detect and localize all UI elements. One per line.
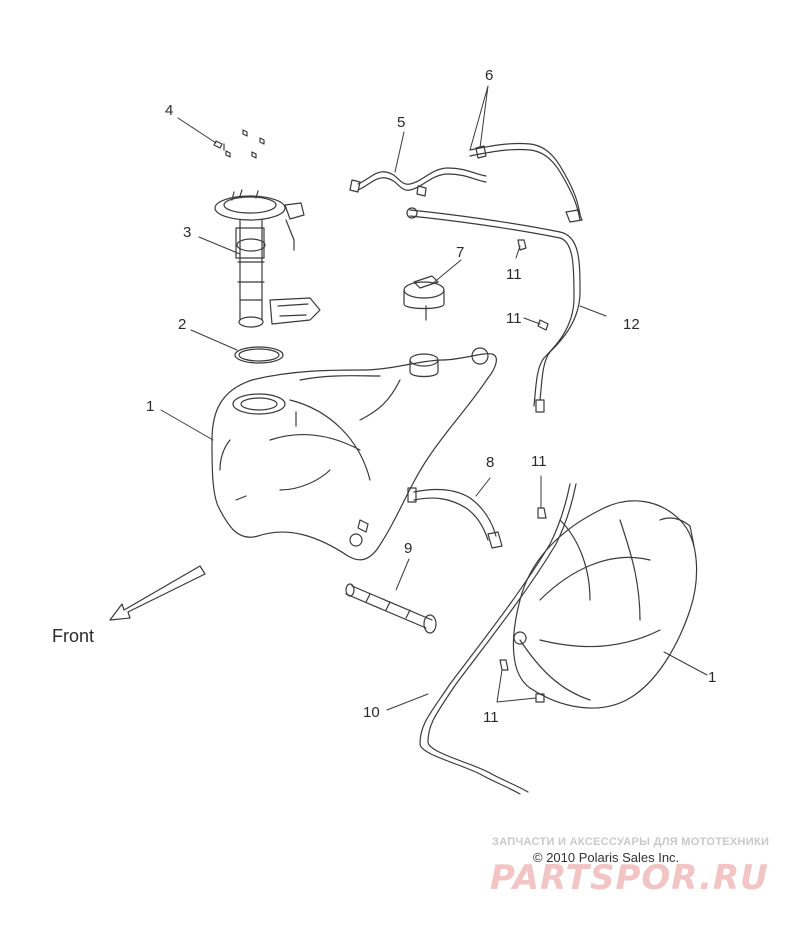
- callout-4: 4: [165, 102, 174, 119]
- callout-11-a: 11: [506, 266, 522, 283]
- part-12-vent-line: [406, 207, 581, 413]
- callout-7: 7: [456, 244, 465, 261]
- front-arrow: [109, 565, 206, 621]
- copyright-notice: © 2010 Polaris Sales Inc.: [533, 850, 680, 865]
- callout-5: 5: [397, 114, 406, 131]
- part-7-fuel-cap: [403, 275, 445, 321]
- callout-12: 12: [623, 316, 640, 333]
- callout-2: 2: [178, 316, 187, 333]
- part-3-fuel-pump: [214, 189, 321, 328]
- callout-1-right: 1: [708, 669, 717, 686]
- callout-11-d: 11: [483, 709, 499, 726]
- watermark-tagline: ЗАПЧАСТИ И АКСЕССУАРЫ ДЛЯ МОТОТЕХНИКИ: [492, 836, 770, 848]
- callout-10: 10: [363, 704, 380, 721]
- watermark-brand: PARTSPOR.RU: [490, 858, 769, 898]
- callout-11-b: 11: [506, 310, 522, 327]
- part-1-fuel-tank: [211, 347, 497, 561]
- leader-lines: [160, 85, 708, 711]
- callout-9: 9: [404, 540, 413, 557]
- callout-11-c: 11: [531, 453, 547, 470]
- part-4-screws: [213, 129, 265, 159]
- part-2-o-ring: [234, 346, 284, 364]
- callout-1: 1: [146, 398, 155, 415]
- part-10-drain-line: [419, 483, 577, 795]
- callout-8: 8: [486, 454, 495, 471]
- callout-3: 3: [183, 224, 192, 241]
- part-5-vent-hose: [349, 142, 583, 223]
- callout-6: 6: [485, 67, 494, 84]
- part-1-fuel-tank-bottom-view: [512, 500, 698, 709]
- front-label: Front: [52, 626, 95, 646]
- part-8-hose: [407, 487, 503, 549]
- part-9-tube: [345, 583, 437, 634]
